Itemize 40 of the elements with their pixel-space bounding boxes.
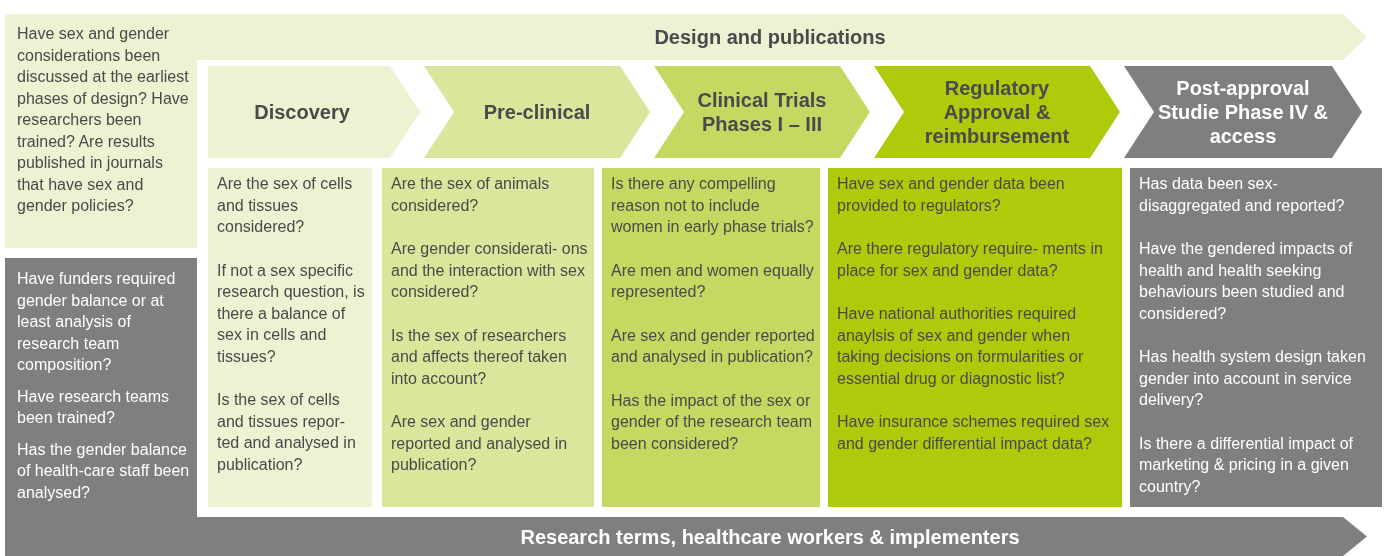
question-text: Have insurance schemes required sex and gender differential impact data? — [837, 412, 1111, 454]
question-text: Has the impact of the sex or gender of the research team been considered? — [611, 390, 813, 454]
question-text: Are the sex of cells and tissues considered? — [217, 174, 354, 237]
question-text: Are there regulatory require- ments in place for sex and gender data? — [837, 239, 1104, 281]
banner-title: Design and publications — [653, 25, 887, 50]
phase-title: Clinical Trials Phases I – III — [696, 88, 828, 137]
question-text: Have sex and gender considerations been discussed at the earliest phases of design? Have researchers been trained? Are results published in journals that have sex and gender policies? — [17, 24, 190, 216]
question-text: Has health system design taken gender into account in service delivery? — [1139, 347, 1367, 410]
question-text: Are gender considerati- ons and the interaction with sex considered? — [391, 239, 589, 302]
question-text: Has the gender balance of health-care staff been analysed? — [17, 439, 191, 503]
question-text: Are sex and gender reported and analysed in publication? — [611, 325, 815, 367]
question-text: Is the sex of cells and tissues repor- ted and analysed in publication? — [217, 390, 357, 475]
question-panel — [1130, 168, 1382, 507]
question-text: Have national authorities required anaylsis of sex and gender when taking decisions on formularities or essential drug or diagnostic list? — [837, 304, 1085, 389]
question-text: Have the gendered impacts of health and health seeking behaviours been studied and considered? — [1139, 239, 1354, 324]
question-text: Have funders required gender balance or at least analysis of research team composition? — [17, 269, 177, 375]
question-text: Is there a differential impact of marketing & pricing in a given country? — [1139, 433, 1355, 497]
phase-title: Discovery — [253, 100, 351, 125]
phase-header — [874, 66, 1120, 158]
banner-title: Research terms, healthcare workers & implementers — [519, 524, 1021, 550]
question-panel — [382, 168, 594, 507]
question-panel — [828, 168, 1122, 507]
question-panel — [602, 168, 820, 507]
question-text: If not a sex specific research question, is there a balance of sex in cells and tissues? — [217, 260, 366, 367]
question-text: Are men and women equally represented? — [611, 260, 815, 302]
question-text: Have sex and gender data been provided to regulators? — [837, 174, 1066, 216]
phase-title: Post-approval Studie Phase IV & access — [1156, 76, 1330, 149]
phase-header — [424, 66, 650, 158]
question-panel — [208, 168, 372, 507]
question-text: Have research teams been trained? — [17, 386, 171, 428]
phase-header — [208, 66, 420, 158]
question-text: Is the sex of researchers and affects thereof taken into account? — [391, 325, 568, 389]
phase-title: Pre-clinical — [482, 100, 592, 125]
question-text: Are the sex of animals considered? — [391, 174, 551, 216]
phase-header — [1124, 66, 1362, 158]
question-text: Is there any compelling reason not to include women in early phase trials? — [611, 174, 815, 237]
question-text: Are sex and gender reported and analysed in publication? — [391, 412, 569, 475]
phase-title: Regulatory Approval & reimbursement — [923, 76, 1071, 149]
question-text: Has data been sex-disaggregated and reported? — [1139, 174, 1346, 216]
phase-header — [654, 66, 870, 158]
